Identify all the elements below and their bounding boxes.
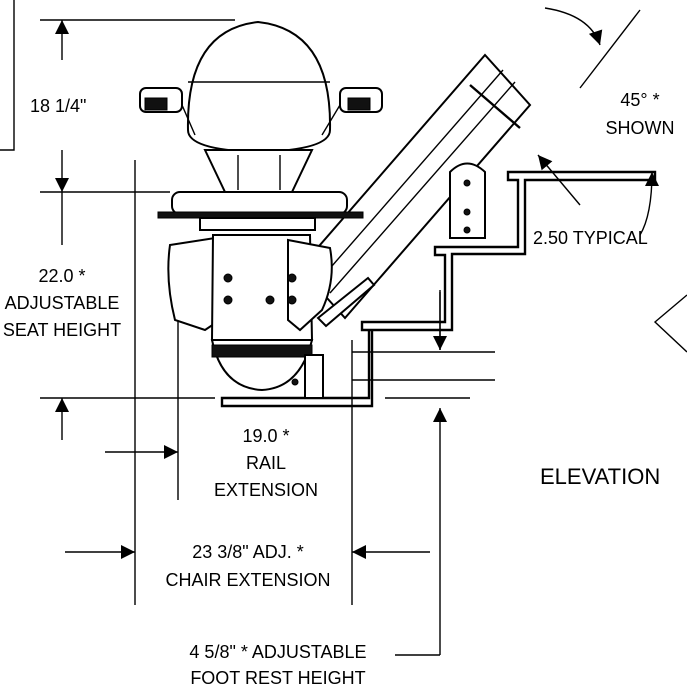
chair-ext-line2: CHAIR EXTENSION (165, 570, 330, 590)
angle-line2: SHOWN (606, 118, 675, 138)
footrest-line2: FOOT REST HEIGHT (190, 668, 365, 688)
stair-profile (220, 170, 657, 408)
backrest-neck (203, 149, 314, 193)
armrest-right-control (347, 97, 371, 111)
dimension-lines (0, 0, 687, 656)
stairs (220, 170, 657, 408)
rail-line-2 (329, 81, 516, 294)
rail-support-arm (316, 276, 376, 328)
seat-height-value: 22.0 * (38, 266, 85, 286)
typical-arrow-2 (639, 171, 659, 236)
footrest-bracket (304, 354, 324, 399)
bracket-bolt-3 (463, 226, 471, 234)
labels: 18 1/4" 22.0 * ADJUSTABLE SEAT HEIGHT 19… (3, 90, 675, 688)
angle-line1: 45° * (620, 90, 659, 110)
carriage-bolt-2 (223, 295, 233, 305)
seat-cushion (171, 191, 348, 215)
rail-ext-line2: EXTENSION (214, 480, 318, 500)
footrest-plate (211, 344, 313, 358)
seat-height-line1: ADJUSTABLE (5, 293, 120, 313)
angle-arc (544, 7, 603, 46)
rail (298, 53, 532, 328)
height-top-label: 18 1/4" (30, 96, 86, 116)
chair-ext-line1: 23 3/8" ADJ. * (192, 542, 303, 562)
angle-ref-line (579, 9, 641, 89)
view-title: ELEVATION (540, 464, 660, 489)
rail-body (298, 53, 532, 320)
armrest-links (181, 104, 341, 136)
rail-line-1 (317, 69, 504, 283)
title-box-edge (0, 0, 15, 151)
typical-label: 2.50 TYPICAL (533, 228, 648, 248)
seat-height-line2: SEAT HEIGHT (3, 320, 121, 340)
rail-bracket (449, 162, 486, 239)
carriage-right (287, 238, 333, 332)
rail-ext-value: 19.0 * (242, 426, 289, 446)
backrest (186, 20, 332, 154)
carriage-bolt-4 (287, 295, 297, 305)
bracket-bolt-1 (463, 179, 471, 187)
carriage-bolt-1 (223, 273, 233, 283)
footrest-line1: 4 5/8" * ADJUSTABLE (189, 642, 366, 662)
carriage-bolt-5 (287, 273, 297, 283)
footrest-bolt (291, 378, 299, 386)
armrest-left-control (144, 97, 168, 111)
seat-base (199, 217, 316, 231)
carriage-bolt-3 (265, 295, 275, 305)
rail-end-cap (469, 84, 521, 129)
bracket-bolt-2 (463, 208, 471, 216)
rail-ext-line1: RAIL (246, 453, 286, 473)
detail-marker (653, 294, 687, 353)
chair (139, 20, 383, 399)
